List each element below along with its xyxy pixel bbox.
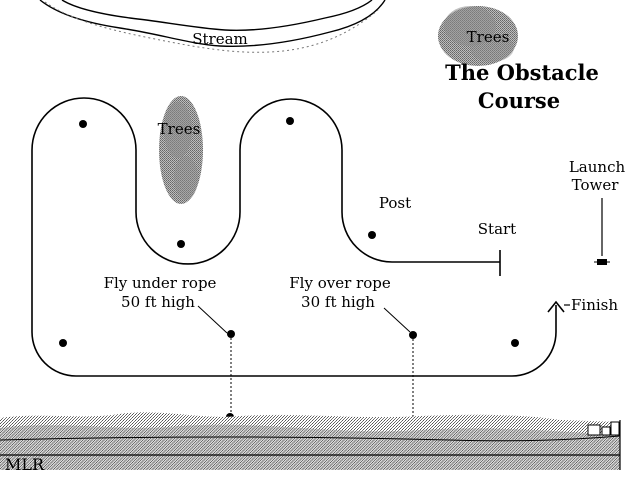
- launch-building: [587, 421, 620, 436]
- trees-top-label: Trees: [467, 28, 510, 46]
- post-marker: [368, 231, 376, 239]
- post-marker: [511, 339, 519, 347]
- finish-label: Finish: [571, 296, 618, 314]
- fly-over-label-2: 30 ft high: [301, 293, 375, 311]
- post-marker: [177, 240, 185, 248]
- signature-mlr: MLR: [5, 455, 45, 474]
- post-marker: [59, 339, 67, 347]
- start-label: Start: [478, 220, 516, 238]
- title-line-2: Course: [478, 88, 560, 113]
- rope-under-marker: [197, 305, 235, 421]
- title-line-1: The Obstacle: [445, 60, 599, 85]
- trees-left-cluster: [159, 96, 203, 204]
- trees-left-label: Trees: [158, 120, 201, 138]
- course-path: [31, 97, 557, 377]
- post-marker: [286, 117, 294, 125]
- rope-over-marker: [383, 307, 418, 428]
- launch-tower-marker: [594, 198, 610, 265]
- stream: [39, 0, 386, 53]
- post-marker: [79, 120, 87, 128]
- launch-tower-label-2: Tower: [572, 176, 620, 194]
- fly-under-label-1: Fly under rope: [104, 274, 217, 292]
- fly-over-label-1: Fly over rope: [289, 274, 391, 292]
- trees-top-cluster: [438, 6, 518, 66]
- finish-arrow: [547, 300, 570, 313]
- launch-tower-label-1: Launch: [569, 158, 626, 176]
- ground-band: [0, 412, 621, 470]
- post-label: Post: [379, 194, 411, 212]
- fly-under-label-2: 50 ft high: [121, 293, 195, 311]
- stream-label: Stream: [192, 30, 248, 48]
